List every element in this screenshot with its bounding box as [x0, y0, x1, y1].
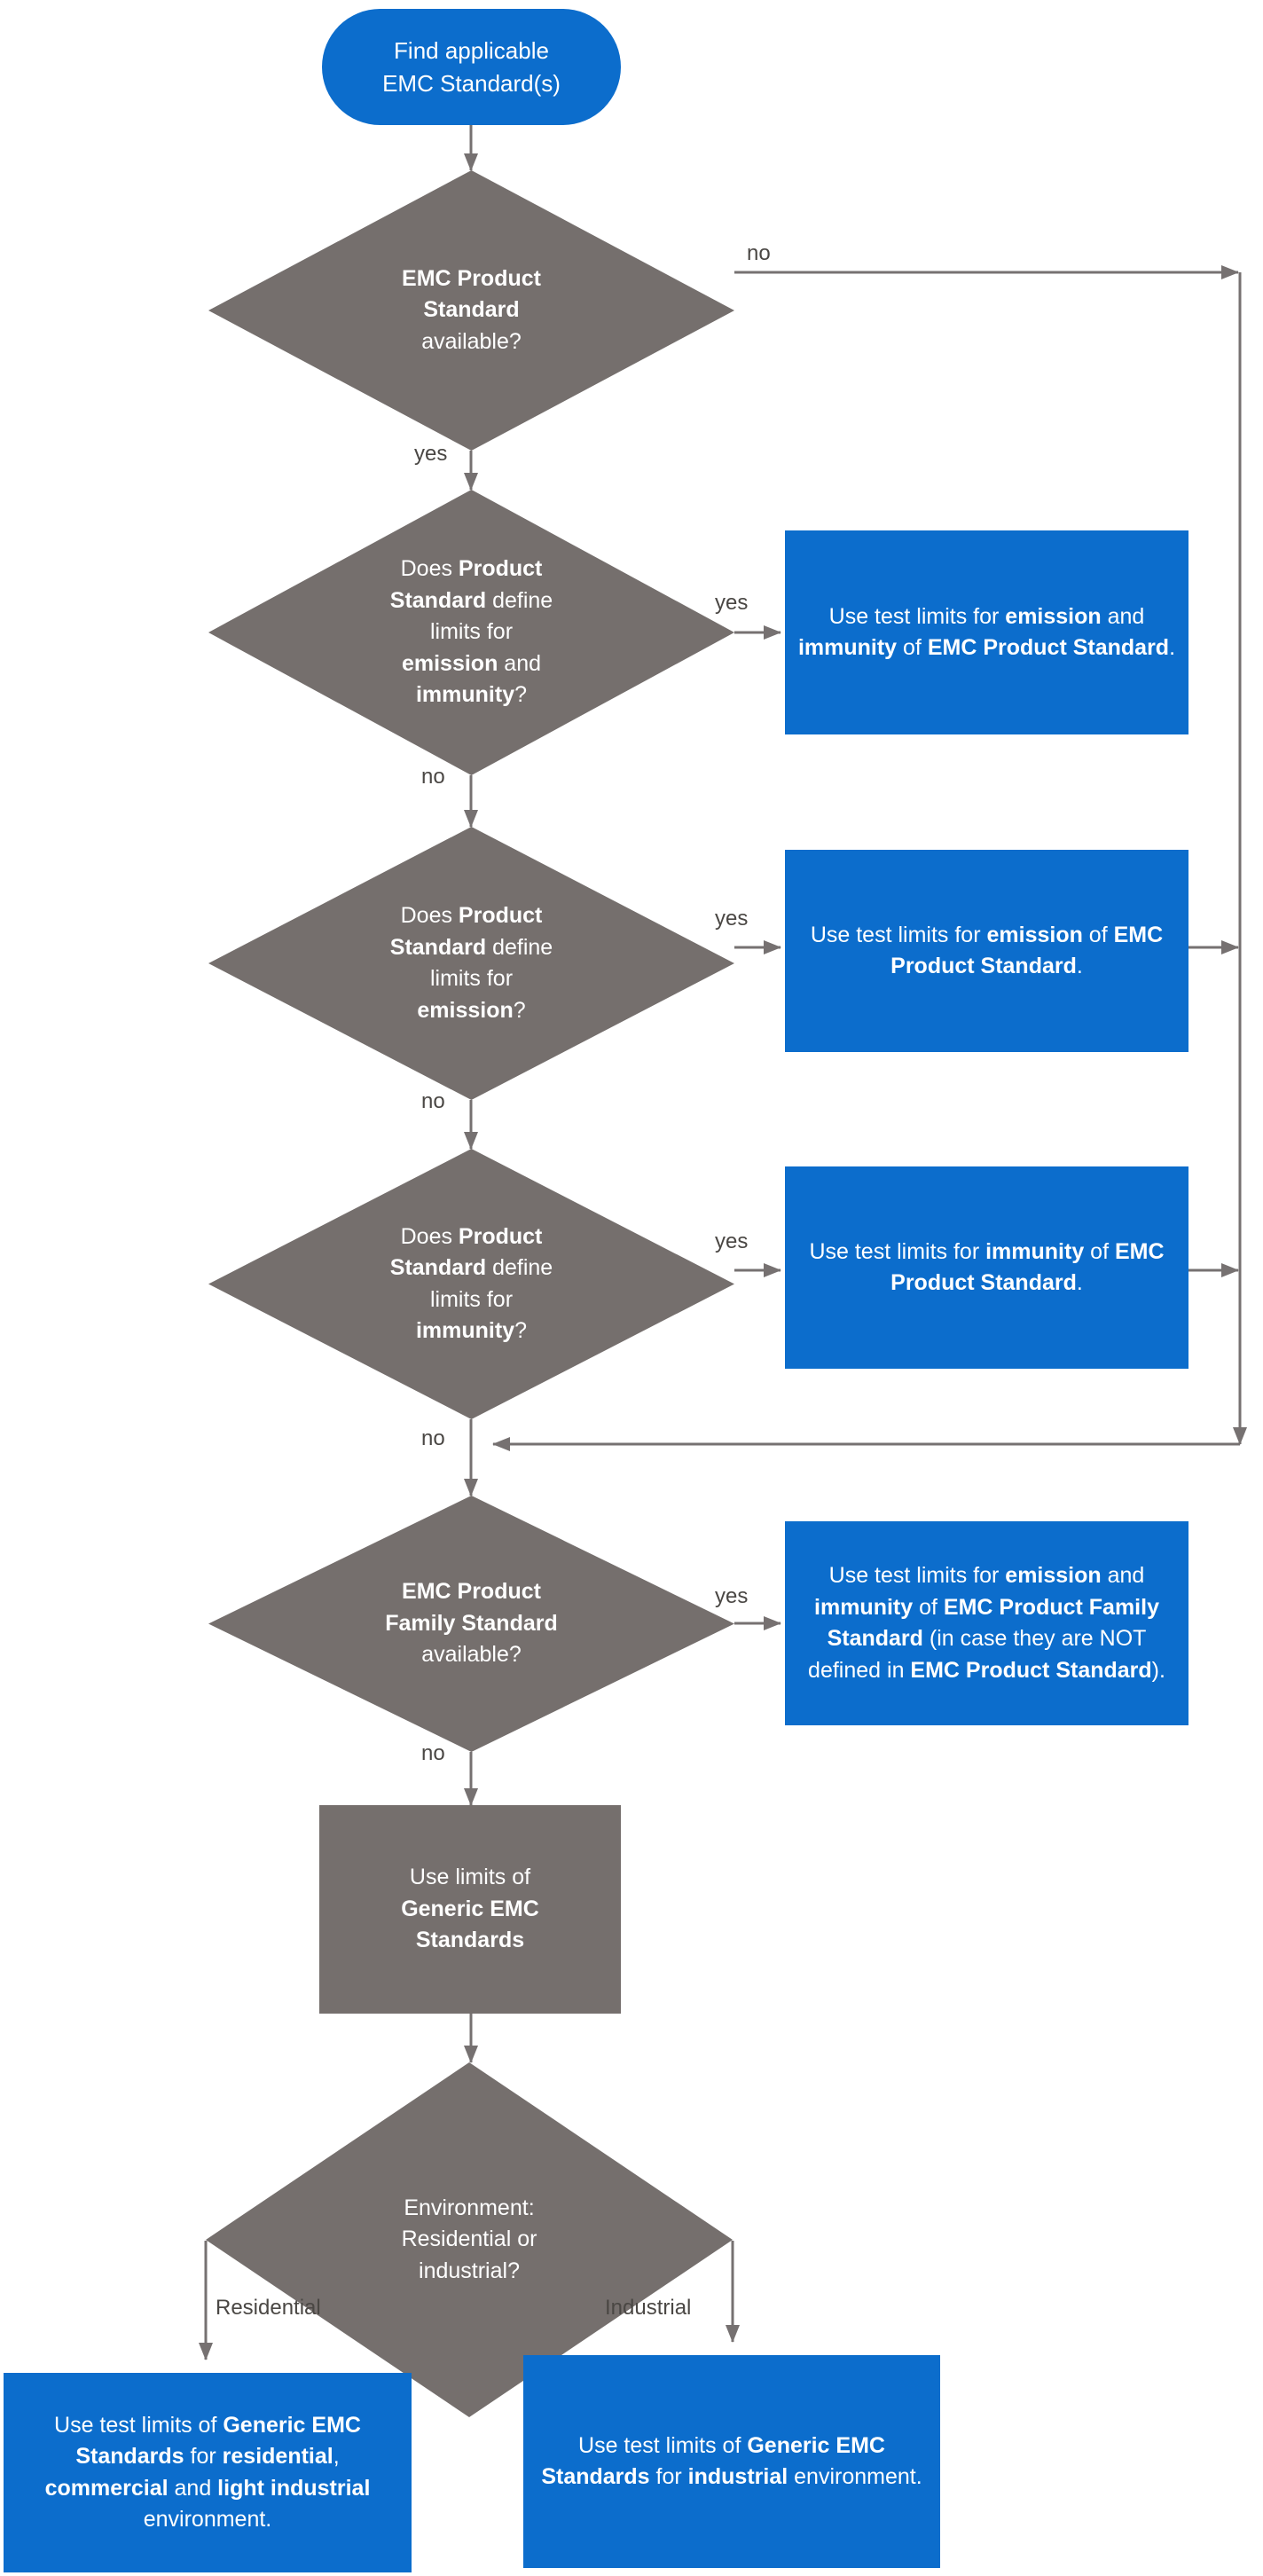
edge-label-d1-yes: yes [414, 442, 448, 466]
edge-label-d3-no: no [421, 1089, 445, 1113]
node-result-emission-and-immunity-product-standard[interactable]: Use test limits for emission and immunit… [785, 530, 1188, 734]
node-decision-5-label: EMC Product Family Standard available? [385, 1579, 558, 1668]
node-result-residential-environment[interactable]: Use test limits of Generic EMC Standards… [4, 2373, 412, 2572]
node-decision-6-label: Environment: Residential or industrial? [401, 2195, 537, 2283]
edge-label-d5-no: no [421, 1741, 445, 1765]
node-decision-product-family-standard-available[interactable]: EMC Product Family Standard available? [208, 1496, 734, 1752]
node-result-residential-label: Use test limits of Generic EMC Standards… [44, 2412, 371, 2533]
edge-label-d4-yes: yes [715, 1229, 749, 1253]
node-result-emission-product-standard[interactable]: Use test limits for emission of EMC Prod… [785, 850, 1188, 1052]
node-start[interactable]: Find applicable EMC Standard(s) [322, 9, 621, 125]
node-result-industrial-environment[interactable]: Use test limits of Generic EMC Standards… [523, 2355, 940, 2568]
node-result-4-label: Use test limits for emission and immunit… [808, 1563, 1165, 1683]
edge-label-d2-yes: yes [715, 591, 749, 615]
node-result-industrial-label: Use test limits of Generic EMC Standards… [541, 2432, 922, 2490]
edge-label-residential: Residential [216, 2296, 321, 2320]
node-result-1-label: Use test limits for emission and immunit… [797, 603, 1176, 661]
node-result-immunity-product-standard[interactable]: Use test limits for immunity of EMC Prod… [785, 1166, 1188, 1369]
edge-label-d3-yes: yes [715, 907, 749, 931]
node-start-label: Find applicable EMC Standard(s) [382, 36, 561, 97]
edge-label-d5-yes: yes [715, 1584, 749, 1608]
edge-label-d2-no: no [421, 765, 445, 789]
edge-label-d4-no: no [421, 1426, 445, 1450]
node-decision-1-label: EMC Product Standard available? [402, 265, 541, 354]
node-result-2-label: Use test limits for emission of EMC Prod… [810, 922, 1164, 979]
edge-label-d1-no: no [747, 241, 771, 265]
node-result-3-label: Use test limits for immunity of EMC Prod… [809, 1238, 1165, 1296]
edge-label-industrial: Industrial [605, 2296, 692, 2320]
node-result-product-family-standard[interactable]: Use test limits for emission and immunit… [785, 1521, 1188, 1725]
node-decision-emc-product-standard-available[interactable]: EMC Product Standard available? [208, 170, 734, 451]
